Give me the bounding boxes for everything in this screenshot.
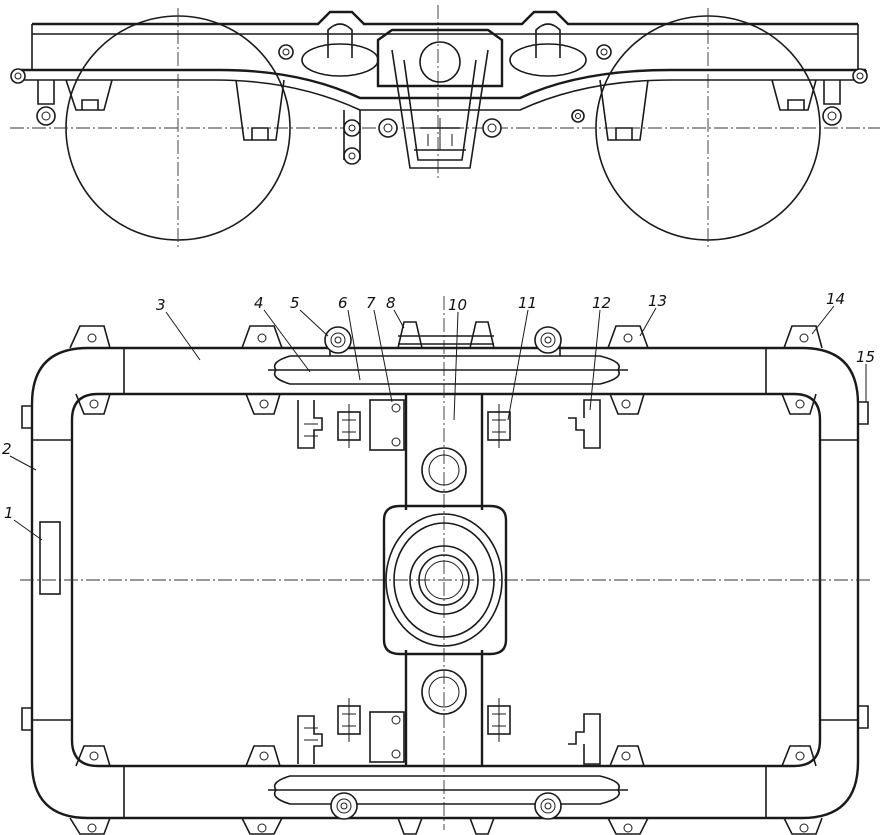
callout-10: 10 bbox=[448, 296, 467, 314]
brake-brackets-top bbox=[297, 399, 601, 451]
leader-lines bbox=[9, 305, 867, 541]
callout-6: 6 bbox=[338, 294, 348, 312]
side-frame-top bbox=[32, 10, 858, 26]
callout-labels: 1 2 3 4 5 6 7 8 10 11 12 13 14 15 bbox=[2, 290, 875, 522]
frame-outer bbox=[30, 346, 860, 820]
end-plate bbox=[39, 521, 61, 595]
centre-pivot-housing bbox=[382, 504, 508, 656]
side-frame-bottom bbox=[20, 68, 866, 100]
corner-brackets bbox=[69, 325, 823, 835]
callout-11: 11 bbox=[518, 294, 537, 312]
central-transom bbox=[404, 394, 484, 766]
side-view bbox=[10, 5, 880, 250]
frame-inner bbox=[70, 392, 822, 768]
callout-4: 4 bbox=[254, 294, 264, 312]
callout-5: 5 bbox=[290, 294, 300, 312]
callout-13: 13 bbox=[648, 292, 667, 310]
brake-brackets-bottom bbox=[297, 698, 601, 765]
callout-7: 7 bbox=[366, 294, 376, 312]
callout-12: 12 bbox=[592, 294, 611, 312]
side-centre-transom bbox=[376, 28, 504, 88]
plan-view bbox=[9, 296, 870, 835]
callout-1: 1 bbox=[4, 504, 14, 522]
callout-3: 3 bbox=[156, 296, 166, 314]
callout-14: 14 bbox=[826, 290, 845, 308]
callout-15: 15 bbox=[856, 348, 875, 366]
callout-2: 2 bbox=[2, 440, 12, 458]
callout-8: 8 bbox=[386, 294, 396, 312]
